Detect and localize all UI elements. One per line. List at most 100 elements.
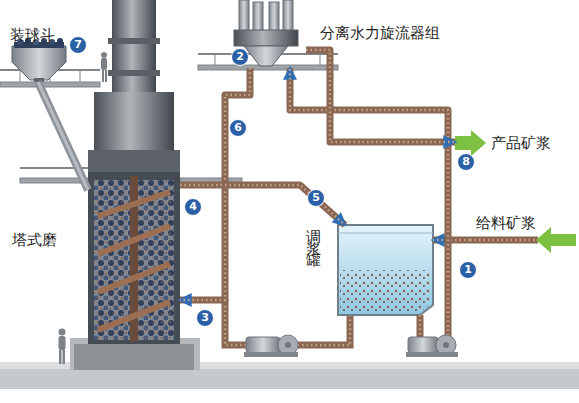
callout-number: 5 — [307, 189, 325, 207]
tower-mill-shape — [108, 38, 160, 44]
platform — [20, 70, 21, 82]
conditioning-tank-shape — [338, 233, 433, 234]
worker-figure — [105, 70, 107, 82]
node-label: 塔式磨 — [12, 231, 82, 249]
slurry-pipe — [225, 300, 350, 345]
slurry-pipe — [298, 315, 350, 345]
feed-inlet: 给料矿浆 — [470, 214, 578, 256]
pipe-core — [180, 68, 250, 300]
worker-figure — [59, 329, 66, 336]
platform — [20, 178, 88, 183]
platform — [320, 54, 321, 65]
worker-figure — [59, 350, 62, 364]
node-label: 产品矿浆 — [491, 134, 577, 152]
product-outlet-shape — [455, 130, 486, 156]
worker-figure — [102, 70, 104, 82]
callout-number: 2 — [231, 48, 249, 66]
pump — [278, 335, 298, 355]
pipe-core — [38, 82, 88, 190]
worker-figure — [101, 58, 107, 70]
node-label: 调浆罐 — [305, 217, 323, 317]
pipe-core — [306, 50, 455, 142]
slurry-pipe — [298, 315, 350, 345]
ground — [0, 338, 579, 389]
callout-number: 6 — [229, 119, 247, 137]
ball-hopper-shape — [57, 38, 63, 44]
pipe-core — [180, 185, 345, 225]
tower-mill-shape — [108, 70, 160, 76]
pump — [285, 342, 291, 348]
slurry-pipe — [225, 300, 246, 345]
pipe-core — [433, 239, 470, 242]
pipe-core — [290, 68, 448, 345]
pipe-body — [433, 237, 470, 244]
platform — [180, 178, 242, 183]
pump — [244, 335, 298, 357]
slurry-pipe — [433, 240, 470, 241]
tower-mill-shape — [94, 92, 174, 152]
pipe-body — [180, 68, 250, 300]
pump — [406, 335, 458, 357]
tower-mill-shape — [74, 344, 194, 370]
worker-figure — [101, 52, 107, 58]
slurry-pipe — [225, 300, 246, 345]
slurry-pipe — [306, 50, 455, 142]
pump — [244, 352, 298, 357]
pipe-body — [306, 50, 455, 142]
tower-mill-shape — [88, 150, 180, 172]
conditioning-tank-shape — [338, 225, 433, 315]
pump — [406, 352, 458, 357]
pipe-body — [290, 68, 448, 345]
worker-figure — [59, 336, 66, 350]
slurry-pipe — [180, 185, 345, 225]
callout-number: 3 — [196, 309, 214, 327]
tower-mill-shape — [98, 192, 170, 330]
tower-mill-shape — [88, 172, 180, 346]
pump — [443, 342, 449, 348]
tower-mill-shape — [88, 0, 180, 372]
pump — [246, 337, 280, 353]
platform — [20, 167, 88, 169]
hydrocyclone-group-shape — [253, 2, 263, 32]
tower-mill-shape — [112, 0, 156, 92]
platform — [0, 82, 100, 87]
feed-inlet-shape — [536, 227, 576, 253]
ball-hopper: 装球斗 — [8, 24, 70, 82]
callout-number: 1 — [459, 261, 477, 279]
product-outlet: 产品矿浆 — [455, 128, 577, 158]
hydrocyclone-group-shape — [239, 0, 249, 32]
ball-hopper-shape — [12, 46, 66, 80]
pump — [436, 335, 456, 355]
hydrocyclone-group-shape — [234, 30, 298, 46]
pump — [408, 337, 438, 353]
node-label: 给料矿浆 — [476, 214, 546, 232]
hydrocyclone-group-shape — [283, 0, 293, 32]
ball-hopper-shape — [34, 78, 44, 82]
callout-number: 4 — [184, 198, 202, 216]
tower-mill: 塔式磨 — [88, 0, 180, 372]
conditioning-tank-shape — [340, 270, 431, 313]
platform — [215, 54, 216, 65]
slurry-pipe — [290, 68, 448, 345]
conditioning-tank: 调浆罐 — [338, 225, 433, 315]
worker-figure — [63, 350, 66, 364]
hydrocyclone-group-shape — [244, 46, 288, 66]
slurry-pipe — [180, 68, 250, 300]
ground — [0, 369, 579, 389]
pipe-body — [180, 185, 345, 225]
callout-number: 8 — [457, 153, 475, 171]
node-label: 装球斗 — [10, 26, 70, 44]
feed-inlet-shape — [470, 237, 538, 244]
platform — [80, 70, 81, 82]
callout-number: 7 — [69, 36, 87, 54]
pipe-body — [38, 82, 88, 190]
conditioning-tank-shape — [338, 225, 433, 315]
ball-chute — [38, 82, 88, 190]
node-label: 分离水力旋流器组 — [320, 24, 470, 42]
hydrocyclone-group-shape — [269, 2, 279, 32]
